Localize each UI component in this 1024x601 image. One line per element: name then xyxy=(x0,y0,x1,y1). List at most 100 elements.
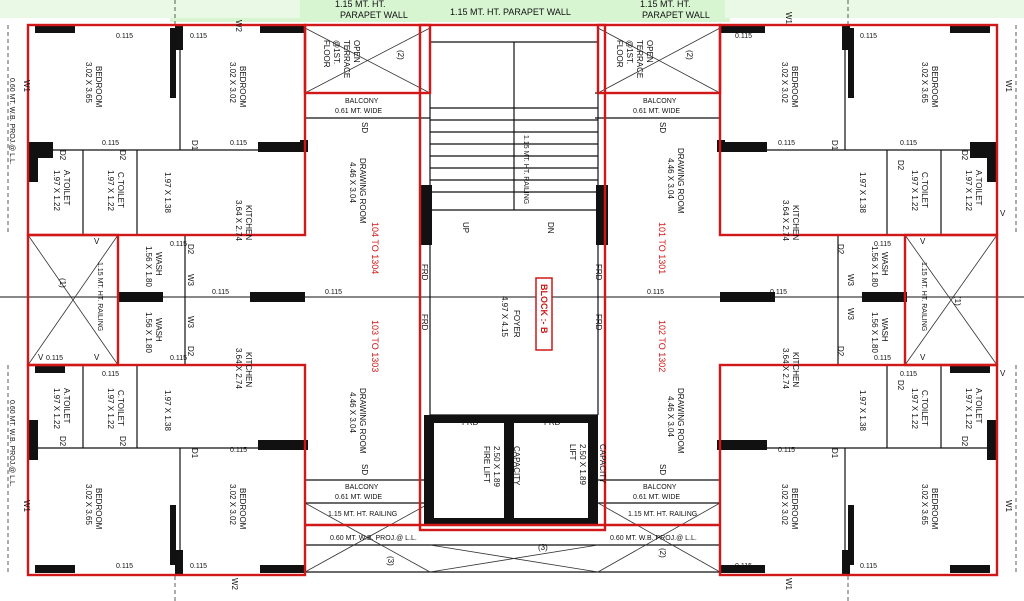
svg-text:BEDROOM: BEDROOM xyxy=(238,66,247,108)
svg-text:BEDROOM: BEDROOM xyxy=(930,66,939,108)
frd-lift: FRD xyxy=(544,418,561,427)
kitchen-tl: KITCHEN 3.64 X 2.74 xyxy=(234,200,253,241)
svg-text:14 PERSON: 14 PERSON xyxy=(502,446,511,491)
svg-text:0.115: 0.115 xyxy=(230,447,247,454)
svg-text:1.97 X 1.22: 1.97 X 1.22 xyxy=(964,388,973,429)
drawing-room-br: DRAWING ROOM 4.46 X 3.04 xyxy=(666,388,685,454)
svg-text:KITCHEN: KITCHEN xyxy=(791,205,800,240)
svg-text:W3: W3 xyxy=(846,308,855,321)
svg-text:A.TOILET: A.TOILET xyxy=(62,388,71,424)
drawing-room-tl: DRAWING ROOM 4.46 X 3.04 xyxy=(348,158,367,224)
frd-right-bottom: FRD xyxy=(594,314,603,331)
bedroom-br-b: BEDROOM 3.02 X 3.02 xyxy=(780,484,799,530)
svg-text:WASH: WASH xyxy=(154,252,163,276)
svg-text:0.115: 0.115 xyxy=(116,33,133,40)
svg-text:4.46 X 3.04: 4.46 X 3.04 xyxy=(666,396,675,437)
parapet-label-left-2: PARAPET WALL xyxy=(340,10,408,20)
svg-text:0.115: 0.115 xyxy=(770,289,787,296)
svg-text:14 PERSON: 14 PERSON xyxy=(588,444,597,489)
svg-text:D2: D2 xyxy=(186,244,195,255)
svg-text:1.56 X 1.80: 1.56 X 1.80 xyxy=(870,312,879,353)
window-mark-w2-bottom: W2 xyxy=(230,578,239,591)
svg-text:0.115: 0.115 xyxy=(212,289,229,296)
block-label: BLOCK :- B xyxy=(539,284,549,334)
svg-text:TERRACE: TERRACE xyxy=(342,40,351,78)
railing-note-left: 1.15 MT. HT. RAILING xyxy=(96,262,103,331)
drawing-room-tr: DRAWING ROOM 4.46 X 3.04 xyxy=(666,148,685,214)
svg-text:0.115: 0.115 xyxy=(170,241,187,248)
bedroom-tr-b: BEDROOM 3.02 X 3.02 xyxy=(780,62,799,108)
svg-text:D1: D1 xyxy=(830,448,839,459)
svg-text:3.02 X 3.02: 3.02 X 3.02 xyxy=(780,62,789,103)
svg-text:D2: D2 xyxy=(118,150,127,161)
passage-tr: 1.97 X 1.38 xyxy=(858,172,867,213)
svg-text:DRAWING ROOM: DRAWING ROOM xyxy=(676,388,685,454)
svg-text:4.46 X 3.04: 4.46 X 3.04 xyxy=(666,158,675,199)
passage-bl: 1.97 X 1.38 xyxy=(163,390,172,431)
site-green-left xyxy=(0,0,300,18)
svg-text:D2: D2 xyxy=(836,346,845,357)
ctoilet-bl: C.TOILET 1.97 X 1.22 xyxy=(106,388,125,429)
svg-text:V: V xyxy=(1000,369,1006,378)
atoilet-bl: A.TOILET 1.97 X 1.22 xyxy=(52,388,71,429)
red-boundary xyxy=(26,23,999,577)
wash-tr: WASH 1.56 X 1.80 xyxy=(870,246,889,287)
svg-text:BALCONY: BALCONY xyxy=(643,484,677,491)
atoilet-tl: A.TOILET 1.97 X 1.22 xyxy=(52,170,71,211)
svg-text:D1: D1 xyxy=(190,140,199,151)
svg-text:3.02 X 3.02: 3.02 X 3.02 xyxy=(228,484,237,525)
ctoilet-br: C.TOILET 1.97 X 1.22 xyxy=(910,388,929,429)
parapet-label-left-1: 1.15 MT. HT. xyxy=(335,0,386,9)
svg-text:0.115: 0.115 xyxy=(102,140,119,147)
marker-two-bottom-right: (2) xyxy=(658,548,667,558)
svg-text:0.61 MT. WIDE: 0.61 MT. WIDE xyxy=(633,108,680,115)
terrace-right: OPEN TERRACE @1ST. FLOOR xyxy=(615,40,654,78)
svg-text:D2: D2 xyxy=(118,436,127,447)
sd-tr: SD xyxy=(658,122,667,133)
svg-text:0.115: 0.115 xyxy=(102,371,119,378)
svg-text:BEDROOM: BEDROOM xyxy=(930,488,939,530)
svg-text:BEDROOM: BEDROOM xyxy=(790,66,799,108)
window-mark-w2-top: W2 xyxy=(234,20,243,33)
svg-text:D2: D2 xyxy=(960,436,969,447)
svg-text:D2: D2 xyxy=(896,380,905,391)
svg-text:KITCHEN: KITCHEN xyxy=(244,352,253,387)
svg-text:0.115: 0.115 xyxy=(860,33,877,40)
terrace-number-left: (2) xyxy=(396,50,405,60)
frd-left-bottom: FRD xyxy=(420,314,429,331)
svg-text:0.115: 0.115 xyxy=(778,140,795,147)
wash-bl: WASH 1.56 X 1.80 xyxy=(144,312,163,353)
kitchen-tr: KITCHEN 3.64 X 2.74 xyxy=(781,200,800,241)
parapet-label-top: 1.15 MT. HT. PARAPET WALL xyxy=(450,7,571,17)
svg-text:V: V xyxy=(94,353,100,362)
svg-text:1.97 X 1.22: 1.97 X 1.22 xyxy=(910,170,919,211)
svg-text:CAPACITY: CAPACITY xyxy=(512,446,521,486)
bedroom-bl-a: BEDROOM 3.02 X 3.65 xyxy=(84,484,103,530)
window-mark-w1-top: W1 xyxy=(784,12,793,25)
svg-text:3.64 X 2.74: 3.64 X 2.74 xyxy=(234,200,243,241)
svg-text:3.02 X 3.65: 3.02 X 3.65 xyxy=(84,62,93,103)
svg-text:1.56 X 1.80: 1.56 X 1.80 xyxy=(144,246,153,287)
passage-tl: 1.97 X 1.38 xyxy=(163,172,172,213)
svg-text:2.50 X 1.89: 2.50 X 1.89 xyxy=(492,446,501,487)
svg-text:D2: D2 xyxy=(58,150,67,161)
svg-text:FLOOR: FLOOR xyxy=(615,40,624,68)
svg-text:0.115: 0.115 xyxy=(190,563,207,570)
svg-text:W1: W1 xyxy=(22,500,31,513)
svg-text:DRAWING ROOM: DRAWING ROOM xyxy=(676,148,685,214)
site-green-band xyxy=(170,0,730,22)
svg-text:D2: D2 xyxy=(896,160,905,171)
frd-fire-lift: FRD xyxy=(462,418,479,427)
fire-lift-label: FIRE LIFT 2.50 X 1.89 14 PERSON CAPACITY xyxy=(482,446,521,491)
svg-text:D2: D2 xyxy=(960,150,969,161)
svg-text:LIFT: LIFT xyxy=(568,444,577,461)
stair-down-label: DN xyxy=(546,222,555,234)
svg-text:4.46 X 3.04: 4.46 X 3.04 xyxy=(348,392,357,433)
terrace-cross-hatch xyxy=(27,27,998,573)
svg-text:1.56 X 1.80: 1.56 X 1.80 xyxy=(144,312,153,353)
svg-text:3.02 X 3.02: 3.02 X 3.02 xyxy=(228,62,237,103)
railing-note-right: 1.15 MT. HT. RAILING xyxy=(920,262,927,331)
svg-text:3.02 X 3.02: 3.02 X 3.02 xyxy=(780,484,789,525)
parapet-label-right-1: 1.15 MT. HT. xyxy=(640,0,691,9)
drawing-room-bl: DRAWING ROOM 4.46 X 3.04 xyxy=(348,388,367,454)
